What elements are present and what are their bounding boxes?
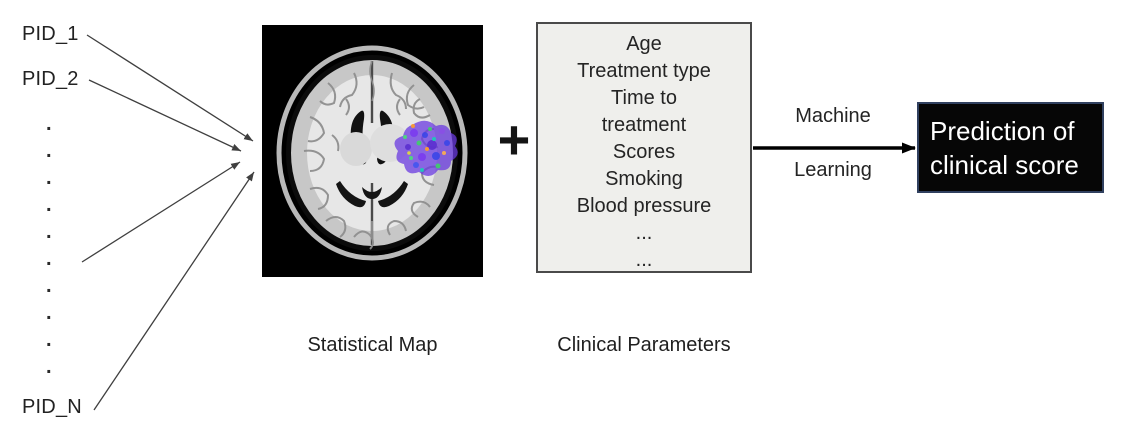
- clinical-parameter-line: ...: [635, 222, 653, 244]
- pid-last-label: PID_N: [22, 396, 82, 418]
- clinical-parameter-line: Time to: [611, 87, 677, 109]
- brain-mri-svg: [262, 25, 483, 277]
- statistical-overlay-cluster: [394, 120, 458, 177]
- machine-label: Machine: [795, 105, 871, 127]
- plus-operator: +: [497, 108, 531, 171]
- prediction-output-box: Prediction of clinical score: [917, 102, 1104, 193]
- clinical-parameter-line: Age: [626, 33, 662, 55]
- clinical-parameter-line: Blood pressure: [576, 195, 712, 217]
- learning-label: Learning: [794, 159, 872, 181]
- arrow-pidn-to-brain: [93, 171, 255, 411]
- prediction-output-text: Prediction of clinical score: [930, 115, 1079, 180]
- pid-first-label: PID_1: [22, 23, 79, 45]
- clinical-parameters-caption: Clinical Parameters: [557, 334, 731, 356]
- arrow-pid1-to-brain: [86, 34, 254, 142]
- pid-second-label: PID_2: [22, 68, 79, 90]
- clinical-parameter-line: treatment: [601, 114, 687, 136]
- clinical-parameter-line: Smoking: [605, 168, 683, 190]
- clinical-parameter-line: Treatment type: [577, 60, 711, 82]
- pid-ellipsis-dots: . . . . . . . . . .: [46, 113, 52, 378]
- statistical-map-caption: Statistical Map: [307, 334, 438, 356]
- clinical-parameters-box: Age Treatment type Time to treatment Sco…: [536, 22, 752, 273]
- arrow-pid2-to-brain: [88, 79, 242, 152]
- brain-mri-image: [262, 25, 483, 277]
- clinical-parameter-line: Scores: [612, 141, 676, 163]
- clinical-parameter-line: ...: [635, 249, 653, 271]
- arrow-dots-to-brain: [81, 161, 241, 263]
